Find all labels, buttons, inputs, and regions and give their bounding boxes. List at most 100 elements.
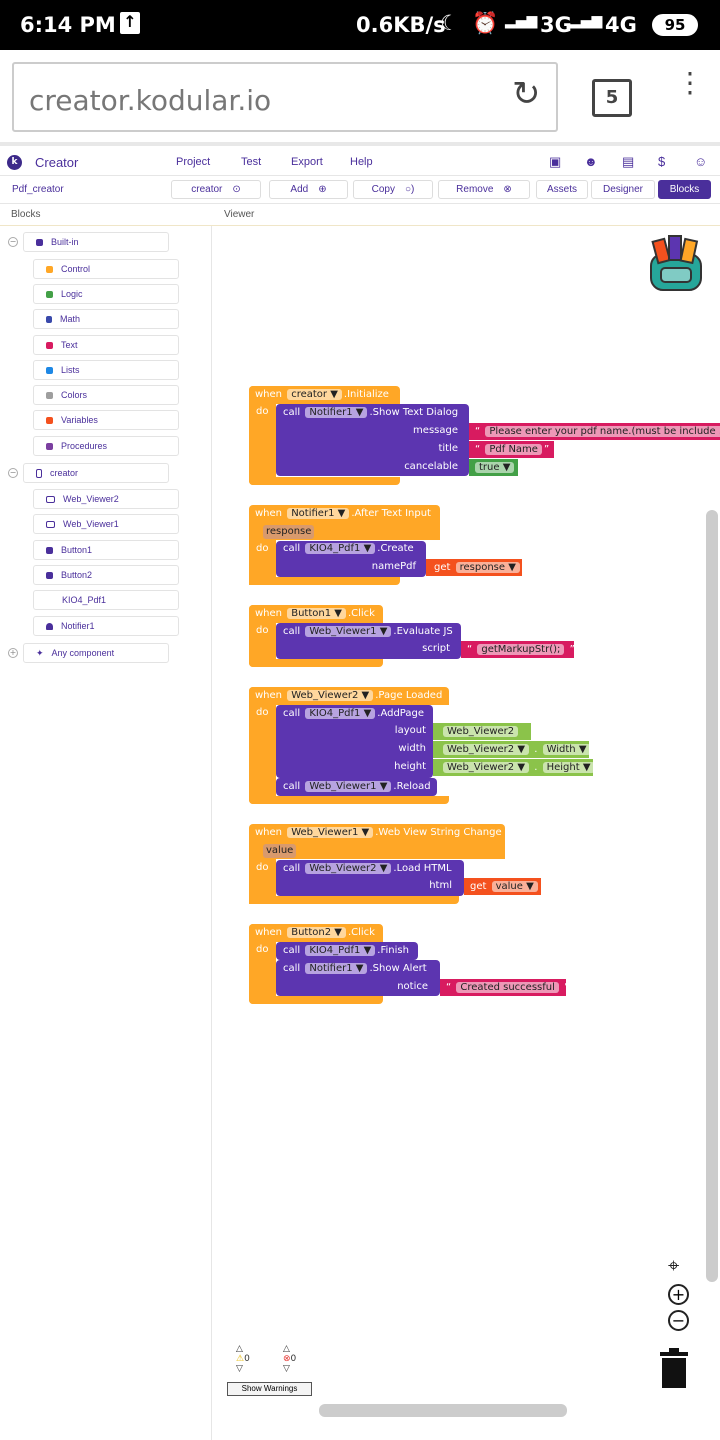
text-block-notice[interactable]: “ Created successful ”	[440, 979, 569, 996]
palette-icon[interactable]: ☻	[584, 154, 598, 169]
collapse-builtin-icon[interactable]: −	[8, 237, 18, 247]
sidebar-item-screen[interactable]: creator	[23, 463, 169, 483]
component-dropdown[interactable]: creator ▼	[287, 389, 342, 400]
call-block-reload[interactable]: call Web_Viewer1 ▼.Reload	[276, 778, 437, 796]
copy-screen-button[interactable]: Copy○)	[353, 180, 433, 199]
component-dropdown[interactable]: Web_Viewer2 ▼	[287, 690, 374, 701]
menu-export[interactable]: Export	[291, 156, 323, 168]
menu-project[interactable]: Project	[176, 156, 211, 168]
sidebar-item-text[interactable]: Text	[33, 335, 179, 355]
zoom-out-icon[interactable]: −	[668, 1310, 689, 1331]
expand-any-icon[interactable]: +	[8, 648, 18, 658]
sidebar-item-web-viewer1[interactable]: Web_Viewer1	[33, 514, 179, 534]
variable-dropdown[interactable]: response ▼	[455, 562, 520, 573]
sidebar-item-button1[interactable]: Button1	[33, 540, 179, 560]
component-dropdown[interactable]: Web_Viewer2 ▼	[443, 762, 530, 773]
sidebar-item-kio4-pdf1[interactable]: KIO4_Pdf1	[33, 590, 179, 610]
sidebar-item-variables[interactable]: Variables	[33, 410, 179, 430]
boolean-block-true[interactable]: true ▼	[469, 459, 518, 476]
property-block-width[interactable]: Web_Viewer2 ▼ . Width ▼	[433, 741, 591, 758]
call-block-finish[interactable]: call KIO4_Pdf1 ▼.Finish	[276, 942, 418, 960]
component-dropdown[interactable]: Notifier1 ▼	[287, 508, 350, 519]
variable-dropdown[interactable]: value ▼	[491, 881, 538, 892]
property-block-height[interactable]: Web_Viewer2 ▼ . Height ▼	[433, 759, 595, 776]
designer-button[interactable]: Designer	[591, 180, 655, 199]
component-dropdown[interactable]: KIO4_Pdf1 ▼	[305, 543, 376, 554]
text-value[interactable]: Please enter your pdf name.(must be incl…	[485, 426, 720, 437]
boolean-dropdown[interactable]: true ▼	[475, 462, 515, 473]
sidebar-item-lists[interactable]: Lists	[33, 360, 179, 380]
menu-icon[interactable]: ⋮	[676, 66, 704, 99]
property-dropdown[interactable]: Height ▼	[542, 762, 595, 773]
sidebar-item-button2[interactable]: Button2	[33, 565, 179, 585]
when-label: when	[255, 827, 283, 838]
event-param-value[interactable]: value	[263, 844, 297, 858]
component-dropdown[interactable]: Notifier1 ▼	[305, 963, 368, 974]
component-dropdown[interactable]: Web_Viewer1 ▼	[305, 781, 392, 792]
component-dropdown[interactable]: KIO4_Pdf1 ▼	[305, 945, 376, 956]
menu-test[interactable]: Test	[241, 156, 262, 168]
text-block-script[interactable]: “ getMarkupStr(); ”	[461, 641, 575, 658]
show-warnings-button[interactable]: Show Warnings	[227, 1382, 312, 1396]
docs-icon[interactable]: ▤	[622, 154, 635, 169]
component-dropdown[interactable]: Web_Viewer1 ▼	[287, 827, 374, 838]
lists-icon	[46, 366, 53, 374]
url-bar[interactable]: creator.kodular.io	[12, 62, 558, 132]
sidebar-item-procedures[interactable]: Procedures	[33, 436, 179, 456]
remove-screen-button[interactable]: Remove⊗	[438, 180, 530, 199]
component-dropdown[interactable]: Button1 ▼	[287, 608, 346, 619]
sidebar-item-control[interactable]: Control	[33, 259, 179, 279]
prev-warning-icon[interactable]: △	[236, 1344, 243, 1354]
tab-count[interactable]: 5	[592, 79, 632, 117]
blocks-button[interactable]: Blocks	[658, 180, 711, 199]
add-screen-button[interactable]: Add⊕	[269, 180, 348, 199]
warning-icon: ⚠	[236, 1354, 245, 1364]
copy-label: Copy	[371, 184, 395, 195]
folder-icon[interactable]: ▣	[549, 154, 562, 169]
vertical-scrollbar[interactable]	[706, 510, 718, 1282]
event-block-page-loaded[interactable]	[249, 687, 276, 804]
sidebar-item-math[interactable]: Math	[33, 309, 179, 329]
component-dropdown[interactable]: KIO4_Pdf1 ▼	[305, 708, 376, 719]
component-dropdown[interactable]: Notifier1 ▼	[305, 407, 368, 418]
dollar-icon[interactable]: $	[658, 154, 666, 169]
screen-select[interactable]: creator⊙	[171, 180, 261, 199]
menu-help[interactable]: Help	[350, 156, 373, 168]
sidebar-item-notifier1[interactable]: Notifier1	[33, 616, 179, 636]
sidebar-item-any-component[interactable]: ✦Any component	[23, 643, 169, 663]
text-value[interactable]: Pdf Name	[485, 444, 542, 455]
component-dropdown[interactable]: Web_Viewer1 ▼	[305, 626, 392, 637]
text-value[interactable]: getMarkupStr();	[477, 644, 565, 655]
component-dropdown[interactable]: Web_Viewer2 ▼	[443, 744, 530, 755]
account-icon[interactable]: ☺	[694, 154, 708, 169]
horizontal-scrollbar[interactable]	[319, 1404, 567, 1417]
event-param-response[interactable]: response	[263, 525, 315, 539]
property-dropdown[interactable]: Width ▼	[542, 744, 591, 755]
zoom-in-icon[interactable]: +	[668, 1284, 689, 1305]
next-warning-icon[interactable]: ▽	[236, 1364, 243, 1374]
component-value[interactable]: Web_Viewer2	[443, 726, 519, 737]
text-value[interactable]: Created successful	[456, 982, 559, 993]
recenter-icon[interactable]: ⌖	[668, 1253, 680, 1277]
sidebar-item-web-viewer2[interactable]: Web_Viewer2	[33, 489, 179, 509]
sidebar-item-logic[interactable]: Logic	[33, 284, 179, 304]
collapse-screen-icon[interactable]: −	[8, 468, 18, 478]
text-block-message[interactable]: “ Please enter your pdf name.(must be in…	[469, 423, 720, 440]
label: Web_Viewer2	[447, 762, 515, 773]
text-block-title[interactable]: “ Pdf Name”	[469, 441, 554, 458]
assets-button[interactable]: Assets	[536, 180, 588, 199]
call-label: call	[283, 963, 301, 974]
sidebar-item-colors[interactable]: Colors	[33, 385, 179, 405]
get-block-response[interactable]: get response ▼	[426, 559, 522, 576]
component-dropdown[interactable]: Button2 ▼	[287, 927, 346, 938]
get-block-value[interactable]: get value ▼	[464, 878, 541, 895]
prev-error-icon[interactable]: △	[283, 1344, 290, 1354]
backpack-icon[interactable]	[643, 234, 709, 294]
sidebar-item-builtin[interactable]: Built-in	[23, 232, 169, 252]
blocks-header: Blocks	[11, 209, 41, 220]
reload-icon[interactable]: ↻	[512, 74, 541, 114]
component-block-web-viewer2[interactable]: Web_Viewer2	[433, 723, 531, 740]
component-dropdown[interactable]: Web_Viewer2 ▼	[305, 863, 392, 874]
trash-icon[interactable]	[658, 1348, 690, 1390]
next-error-icon[interactable]: ▽	[283, 1364, 290, 1374]
